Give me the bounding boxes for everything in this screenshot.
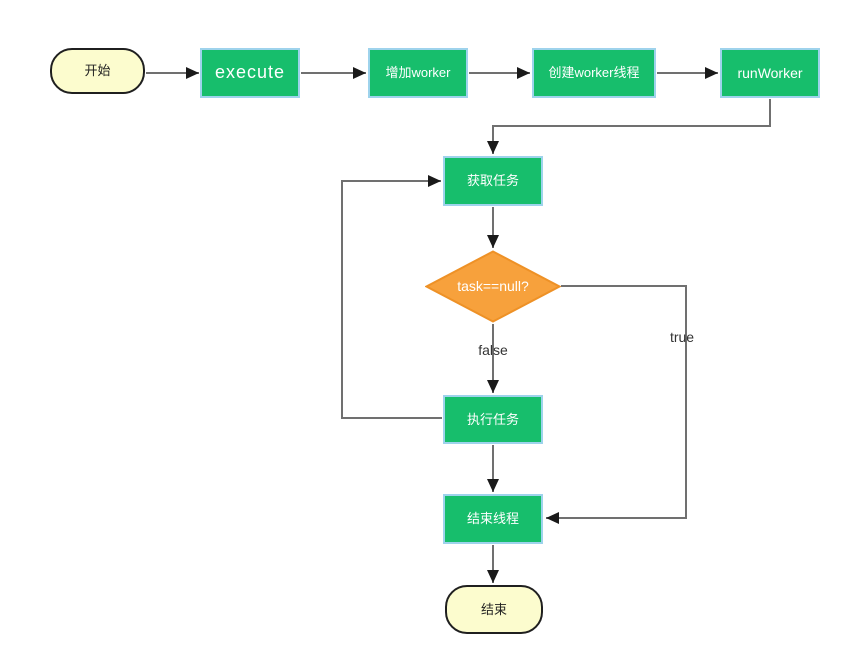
edge-execute-task-loop-to-get-task <box>341 175 442 419</box>
node-get-task-label: 获取任务 <box>466 173 519 189</box>
edge-label-true: true <box>669 329 695 345</box>
node-execute-task: 执行任务 <box>443 395 543 444</box>
node-task-null-check-label: task==null? <box>457 278 529 295</box>
node-end-thread-label: 结束线程 <box>466 511 519 527</box>
node-execute: execute <box>200 48 300 98</box>
edge-label-false: false <box>478 342 508 358</box>
node-end-label: 结束 <box>480 601 507 617</box>
node-execute-task-label: 执行任务 <box>466 411 519 427</box>
node-add-worker: 增加worker <box>368 48 468 98</box>
node-execute-label: execute <box>214 62 286 83</box>
diamond-shape <box>425 250 561 323</box>
node-task-null-check: task==null? <box>425 250 561 323</box>
node-run-worker-label: runWorker <box>737 64 803 81</box>
edge-run-worker-to-get-task <box>487 99 771 154</box>
node-add-worker-label: 增加worker <box>385 65 451 81</box>
node-run-worker: runWorker <box>720 48 820 98</box>
node-create-worker-thread: 创建worker线程 <box>532 48 656 98</box>
node-end-thread: 结束线程 <box>443 494 543 544</box>
node-start: 开始 <box>50 48 145 94</box>
edge-decision-true-to-end-thread <box>546 285 687 524</box>
node-start-label: 开始 <box>84 63 111 79</box>
node-get-task: 获取任务 <box>443 156 543 206</box>
node-end: 结束 <box>445 585 543 634</box>
node-create-worker-thread-label: 创建worker线程 <box>548 65 640 81</box>
